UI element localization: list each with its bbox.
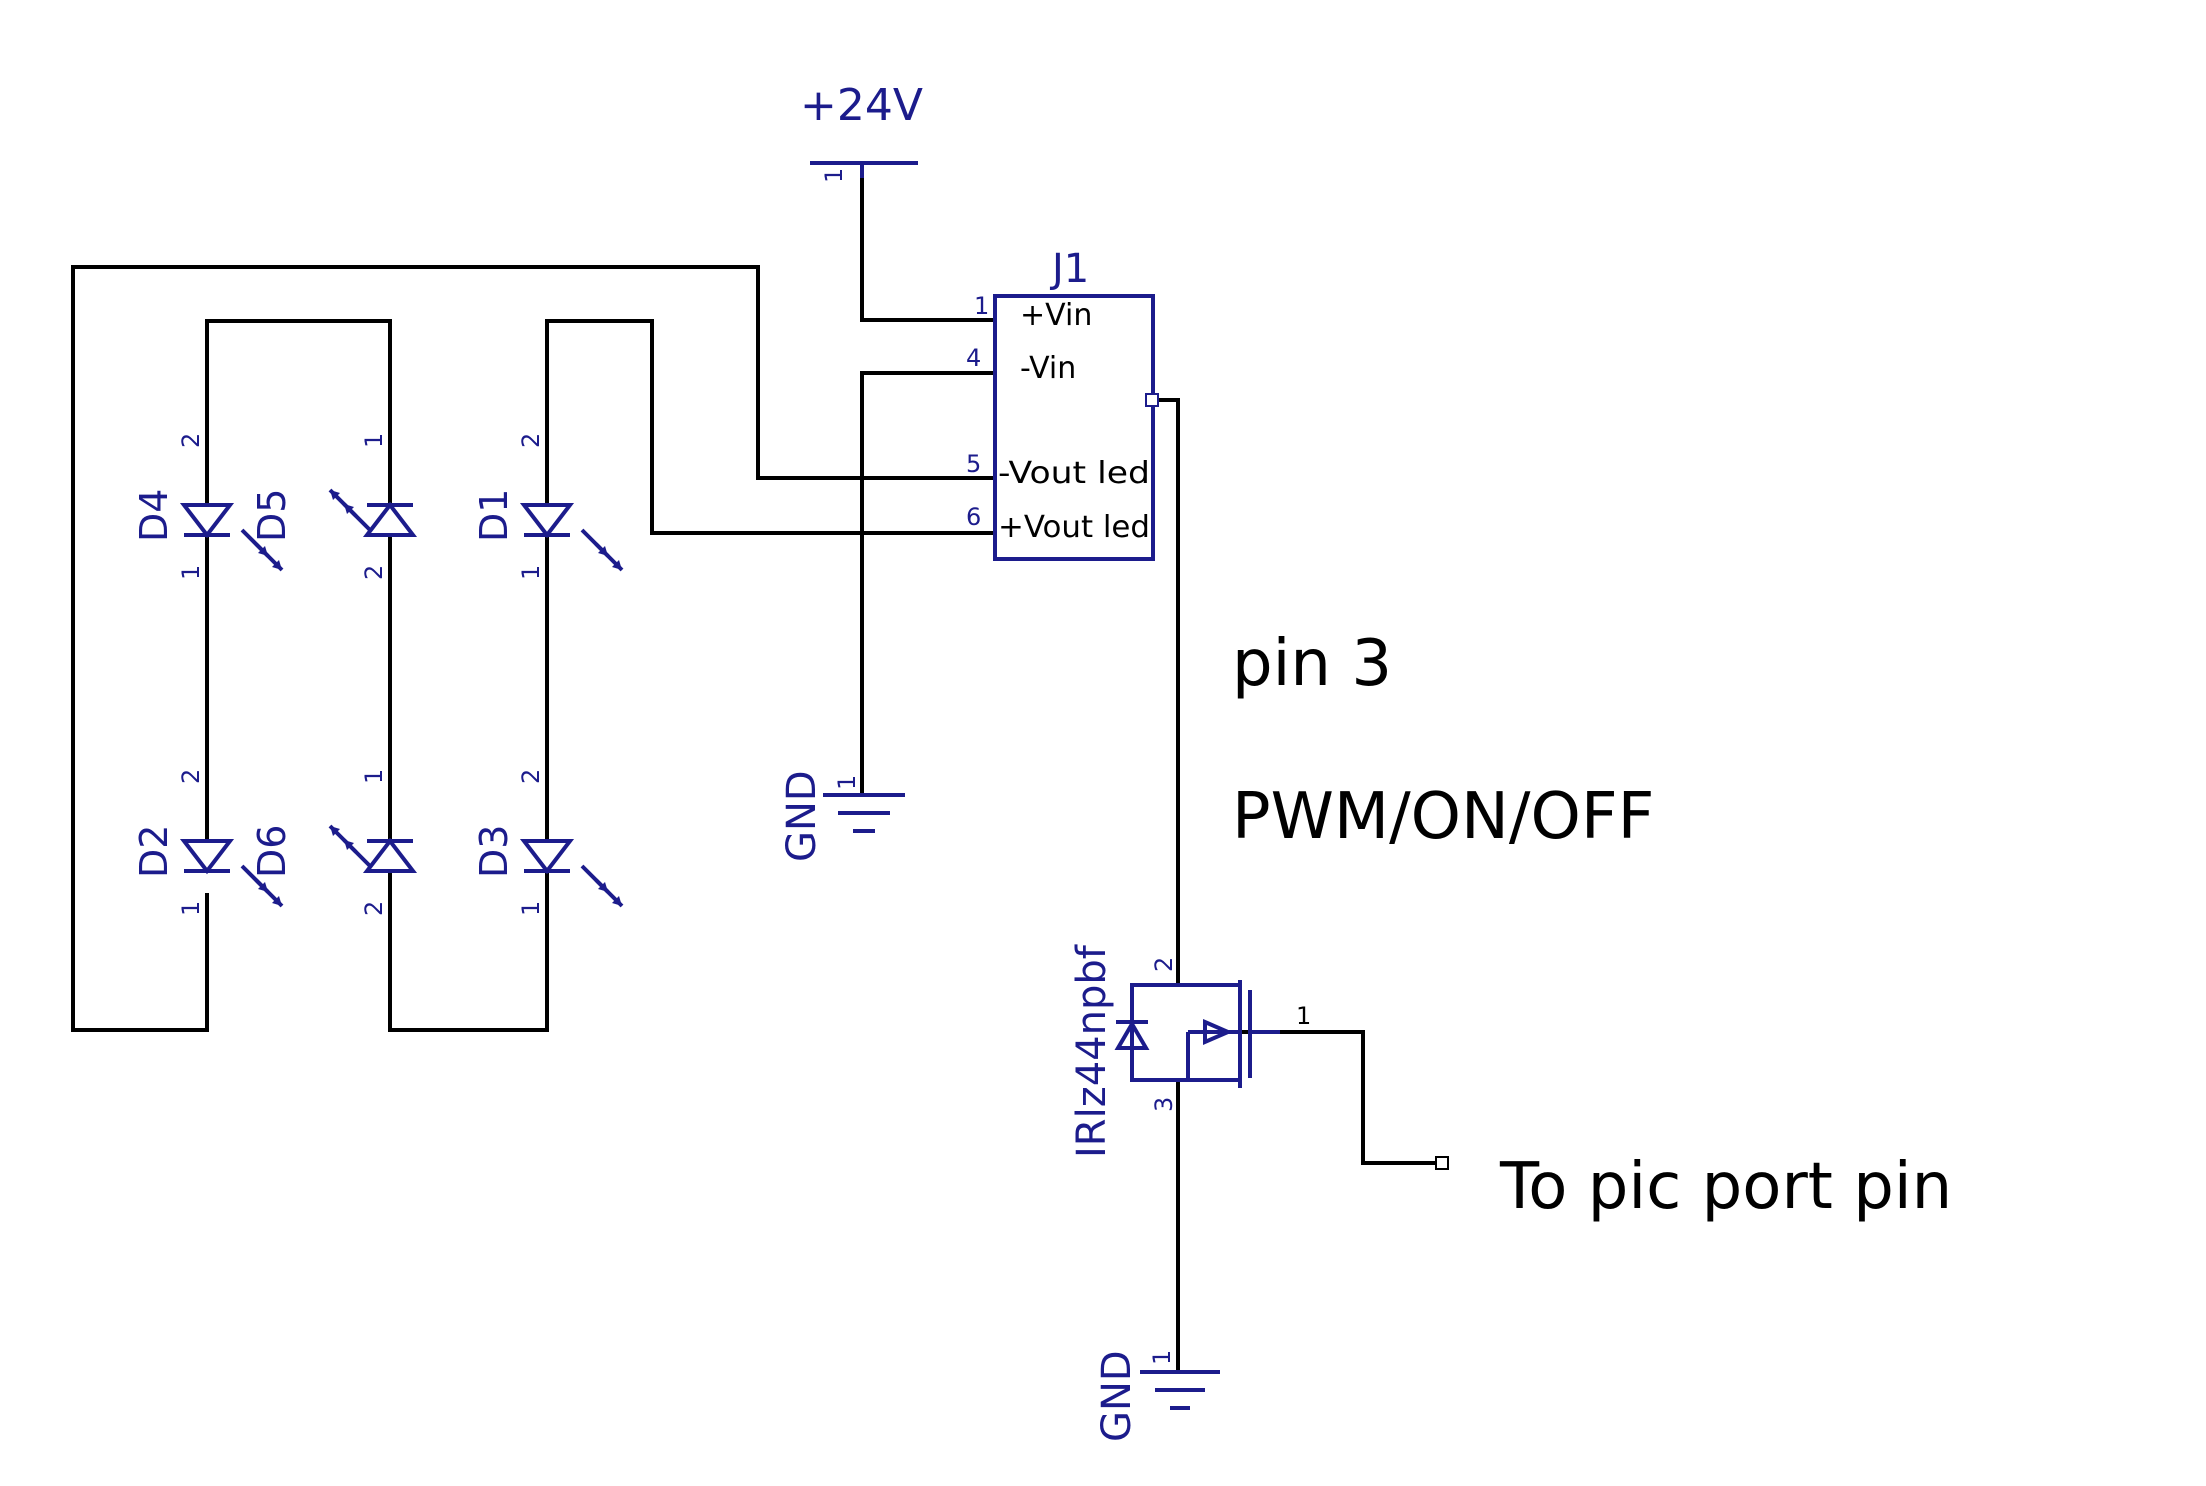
vcc-pin-number: 1 [820, 168, 848, 183]
led-pin-bottom: 2 [360, 901, 388, 916]
led-ref-d6: D6 [250, 825, 294, 878]
led-d3: D3 2 1 [472, 769, 624, 916]
led-pin-top: 1 [360, 769, 388, 784]
vcc-label: +24V [800, 80, 923, 131]
wire-pwm-to-drain [1158, 398, 1180, 987]
wire-d6-d3-bottom [388, 869, 549, 1032]
pin3-annotation: pin 3 [1232, 627, 1392, 701]
wire-vcc-to-vin [860, 173, 997, 322]
led-pin-top: 1 [360, 433, 388, 448]
pic-port-annotation: To pic port pin [1499, 1150, 1952, 1224]
wires [71, 173, 1442, 1372]
wire-plus-vout-to-d1 [545, 319, 997, 535]
pwm-annotation: PWM/ON/OFF [1232, 780, 1654, 854]
led-ref-d5: D5 [250, 489, 294, 542]
ground-symbol-mosfet: GND 1 [1094, 1350, 1220, 1442]
gnd-label-mosfet: GND [1094, 1350, 1140, 1442]
mosfet-drain-pin: 2 [1150, 957, 1178, 972]
led-pin-bottom: 1 [177, 565, 205, 580]
driver-pin-6-number: 6 [966, 503, 981, 531]
led-d4: D4 2 1 [132, 433, 284, 580]
driver-pin-4-number: 4 [966, 344, 981, 372]
led-ref-d2: D2 [132, 825, 176, 878]
mosfet-source-pin: 3 [1150, 1097, 1178, 1112]
led-ref-d1: D1 [472, 489, 516, 542]
led-pin-bottom: 1 [177, 901, 205, 916]
gnd-label-driver: GND [779, 770, 825, 862]
driver-pin-1-number: 1 [974, 292, 989, 320]
led-ref-d4: D4 [132, 489, 176, 542]
pic-port-terminal [1435, 1156, 1449, 1170]
led-pin-top: 2 [517, 433, 545, 448]
vcc-symbol: +24V 1 [800, 80, 923, 183]
gnd-pin-number-driver: 1 [833, 775, 861, 790]
led-pin-bottom: 1 [517, 901, 545, 916]
led-pin-top: 2 [517, 769, 545, 784]
mosfet-ref: IRlz44npbf [1069, 944, 1115, 1158]
driver-pin-1-name: +Vin [1020, 298, 1092, 333]
ground-symbol-driver: GND 1 [779, 770, 905, 862]
led-driver-j1: J1 1 4 5 6 +Vin -Vin -Vout led +Vout led [966, 246, 1159, 561]
mosfet-irlz44: IRlz44npbf 2 3 1 [1069, 944, 1311, 1158]
led-pin-top: 2 [177, 433, 205, 448]
led-d5: D5 1 2 [250, 433, 418, 580]
led-d1: D1 2 1 [472, 433, 624, 580]
led-ref-d3: D3 [472, 825, 516, 878]
led-pin-bottom: 1 [517, 565, 545, 580]
gnd-pin-number-mosfet: 1 [1148, 1350, 1176, 1365]
driver-pin-5-number: 5 [966, 450, 981, 478]
driver-pin-5-name: -Vout led [998, 456, 1150, 491]
led-pin-top: 2 [177, 769, 205, 784]
driver-pin-4-name: -Vin [1020, 351, 1076, 386]
driver-ref: J1 [1049, 246, 1089, 292]
wire-d4-d5-top [205, 319, 392, 507]
led-pin-bottom: 2 [360, 565, 388, 580]
driver-pin-6-name: +Vout led [998, 510, 1150, 545]
wire-gate-to-pic [1238, 1030, 1442, 1165]
wire-minus-vout-loop [71, 265, 997, 1032]
wire-minus-vin-to-gnd [860, 371, 997, 797]
led-d6: D6 1 2 [250, 769, 418, 916]
mosfet-gate-pin: 1 [1296, 1002, 1311, 1030]
driver-pwm-pin-terminal [1145, 393, 1159, 407]
led-d2: D2 2 1 [132, 769, 284, 916]
